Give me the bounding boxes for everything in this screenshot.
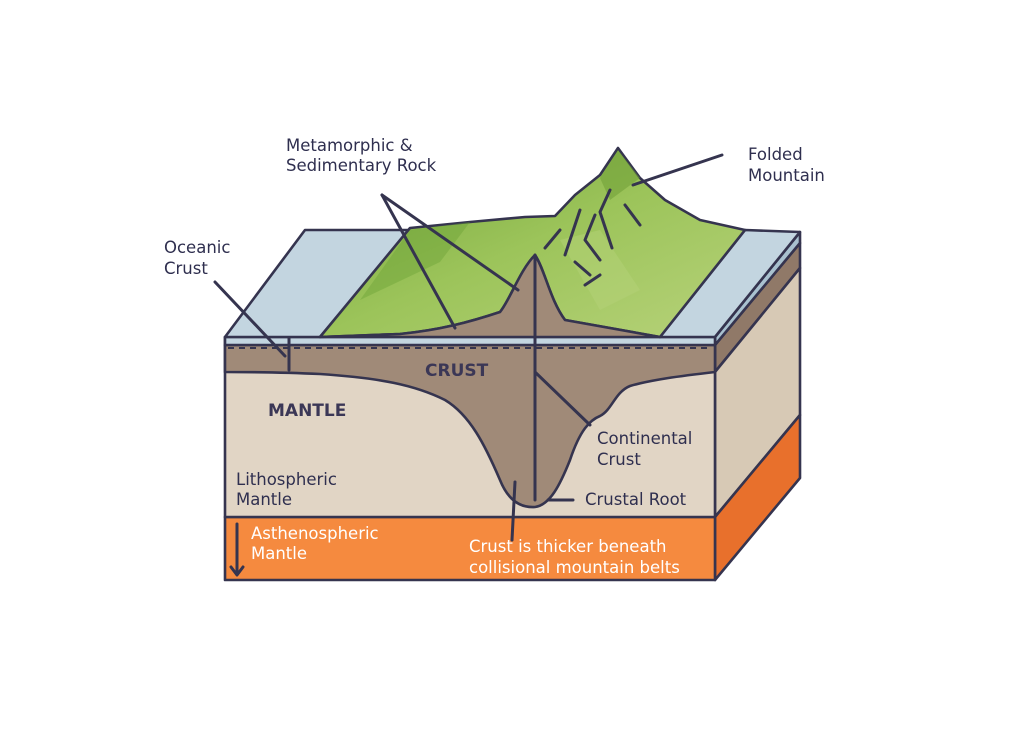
label-asthenospheric-1: Asthenospheric [251, 524, 379, 543]
label-oceanic-2: Crust [164, 259, 208, 278]
down-arrow-icon [229, 565, 245, 577]
label-continental-2: Crust [597, 450, 641, 469]
ridge-line [598, 188, 614, 250]
note-pointer [510, 480, 517, 542]
metamorphic-pointer-b [380, 193, 520, 292]
mountain-facet [560, 230, 640, 310]
ridge-line [623, 203, 642, 227]
label-folded-2: Mountain [748, 166, 825, 185]
label-asthenospheric-2: Mantle [251, 544, 307, 563]
label-lithospheric-2: Mantle [236, 490, 292, 509]
label-crustal-root: Crustal Root [585, 490, 687, 509]
label-crust: CRUST [425, 361, 489, 381]
continental-pointer [533, 370, 592, 427]
ridge-line [573, 260, 592, 277]
label-lithospheric-1: Lithospheric [236, 470, 337, 489]
oceanic-pointer [213, 280, 287, 358]
ridge-line [543, 228, 562, 250]
label-folded-1: Folded [748, 145, 803, 164]
label-metamorphic-1: Metamorphic & [286, 136, 413, 155]
crust-layer [223, 343, 717, 509]
label-mantle: MANTLE [268, 401, 346, 421]
mountain-facet [600, 150, 640, 200]
label-note-1: Crust is thicker beneath [469, 537, 667, 556]
label-note-2: collisional mountain belts [469, 558, 680, 577]
ridge-line [563, 208, 582, 257]
label-continental-1: Continental [597, 429, 692, 448]
asthenosphere-layer [223, 515, 717, 582]
ridge-line [583, 213, 602, 262]
metamorphic-pointer-a [380, 193, 457, 330]
folded-pointer [631, 153, 724, 187]
label-oceanic-1: Oceanic [164, 238, 230, 257]
ridge-line [583, 273, 602, 287]
label-metamorphic-2: Sedimentary Rock [286, 156, 437, 175]
mountain-facet [360, 222, 470, 300]
